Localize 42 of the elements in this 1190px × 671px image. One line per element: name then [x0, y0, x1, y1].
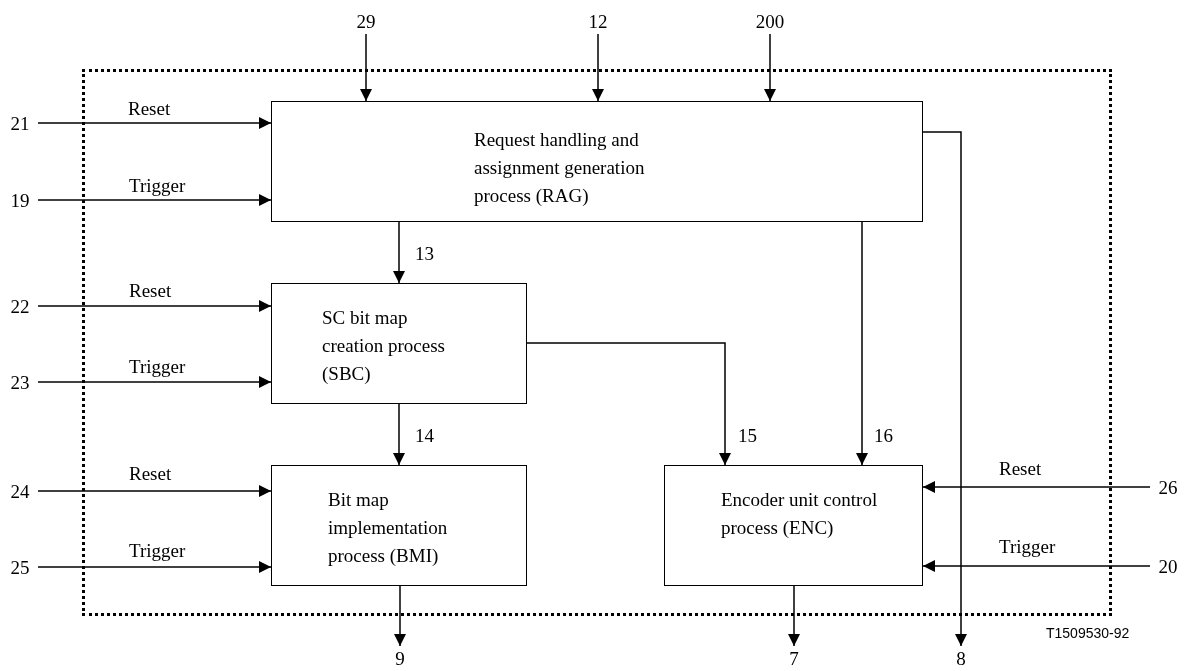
arrow: [393, 221, 405, 284]
arrow: [37, 376, 272, 388]
process-box: [271, 283, 527, 404]
signal-number: 29: [348, 8, 384, 34]
process-label: Request handling and assignment generation process (RAG): [474, 128, 646, 208]
signal-number: 26: [1150, 474, 1186, 500]
signal-number: 8: [943, 646, 979, 670]
arrow: [922, 131, 967, 647]
signal-number: 200: [749, 8, 791, 34]
arrow: [856, 221, 868, 466]
arrow: [37, 485, 272, 497]
arrow: [788, 585, 800, 647]
signal-number: 12: [580, 8, 616, 34]
arrow: [922, 481, 1151, 493]
arrow: [526, 342, 731, 466]
process-box: [664, 465, 923, 586]
process-label: Encoder unit control process (ENC): [721, 488, 879, 540]
signal-number: 20: [1150, 553, 1186, 579]
arrow: [393, 403, 405, 466]
arrow: [922, 560, 1151, 572]
arrow: [394, 585, 406, 647]
signal-number: 22: [2, 293, 38, 319]
signal-number: 24: [2, 478, 38, 504]
arrow: [592, 33, 604, 102]
signal-number: 25: [2, 554, 38, 580]
process-label: SC bit map creation process (SBC): [322, 306, 446, 386]
signal-number: 21: [2, 110, 38, 136]
process-label: Bit map implementation process (BMI): [328, 488, 449, 568]
signal-number: 19: [2, 187, 38, 213]
figure-number: T1509530-92: [1046, 626, 1130, 640]
arrow: [37, 561, 272, 573]
arrow: [360, 33, 372, 102]
arrow: [764, 33, 776, 102]
arrow: [37, 117, 272, 129]
signal-number: 7: [776, 646, 812, 670]
dotted-boundary: [82, 69, 1112, 616]
signal-number: 9: [382, 646, 418, 670]
arrow: [37, 300, 272, 312]
signal-number: 23: [2, 369, 38, 395]
arrow: [37, 194, 272, 206]
process-box: [271, 465, 527, 586]
process-box: [271, 101, 923, 222]
